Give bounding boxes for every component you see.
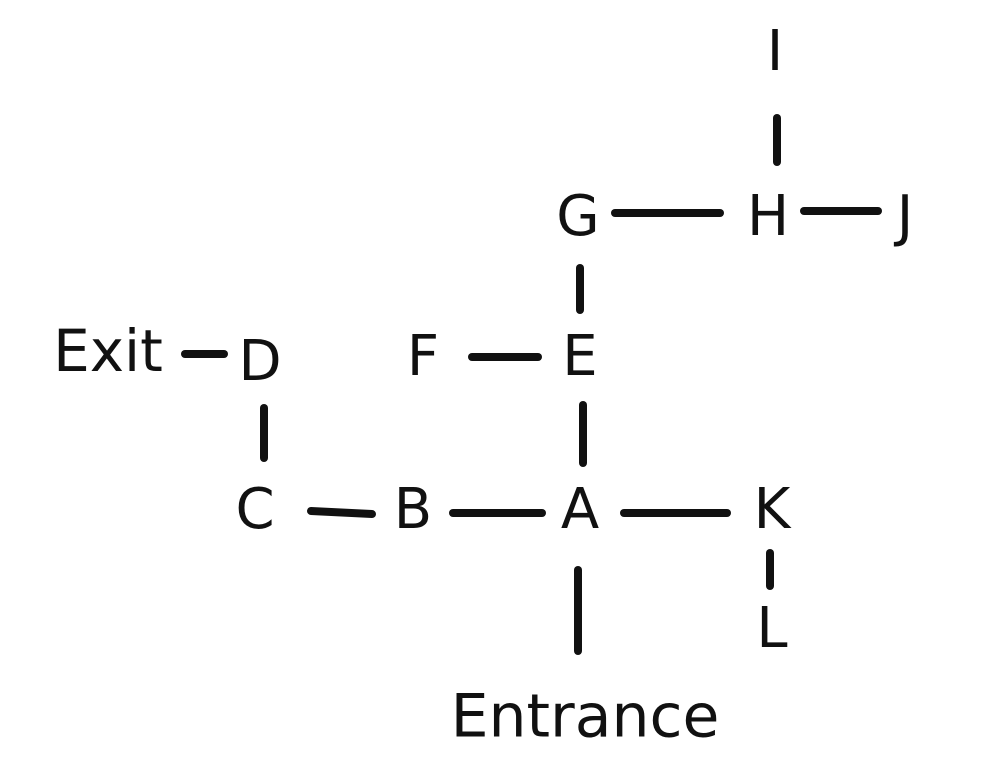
node-l: L: [756, 596, 787, 661]
node-j: J: [894, 184, 914, 249]
node-e: E: [562, 324, 597, 389]
nodes-layer: I G H J Exit D F E C B A KL Entrance: [53, 19, 913, 751]
node-entrance: Entrance: [451, 682, 720, 752]
node-k: K: [754, 477, 792, 542]
node-c: C: [235, 477, 274, 542]
node-b: B: [394, 477, 432, 542]
node-g: G: [556, 184, 599, 249]
node-a: A: [561, 477, 599, 542]
node-f: F: [407, 324, 439, 389]
node-h: H: [747, 184, 789, 249]
node-exit: Exit: [53, 317, 163, 385]
edge-c-b: [307, 507, 376, 518]
node-d: D: [238, 329, 281, 394]
edges-layer: [181, 114, 882, 655]
node-i: I: [767, 19, 784, 84]
